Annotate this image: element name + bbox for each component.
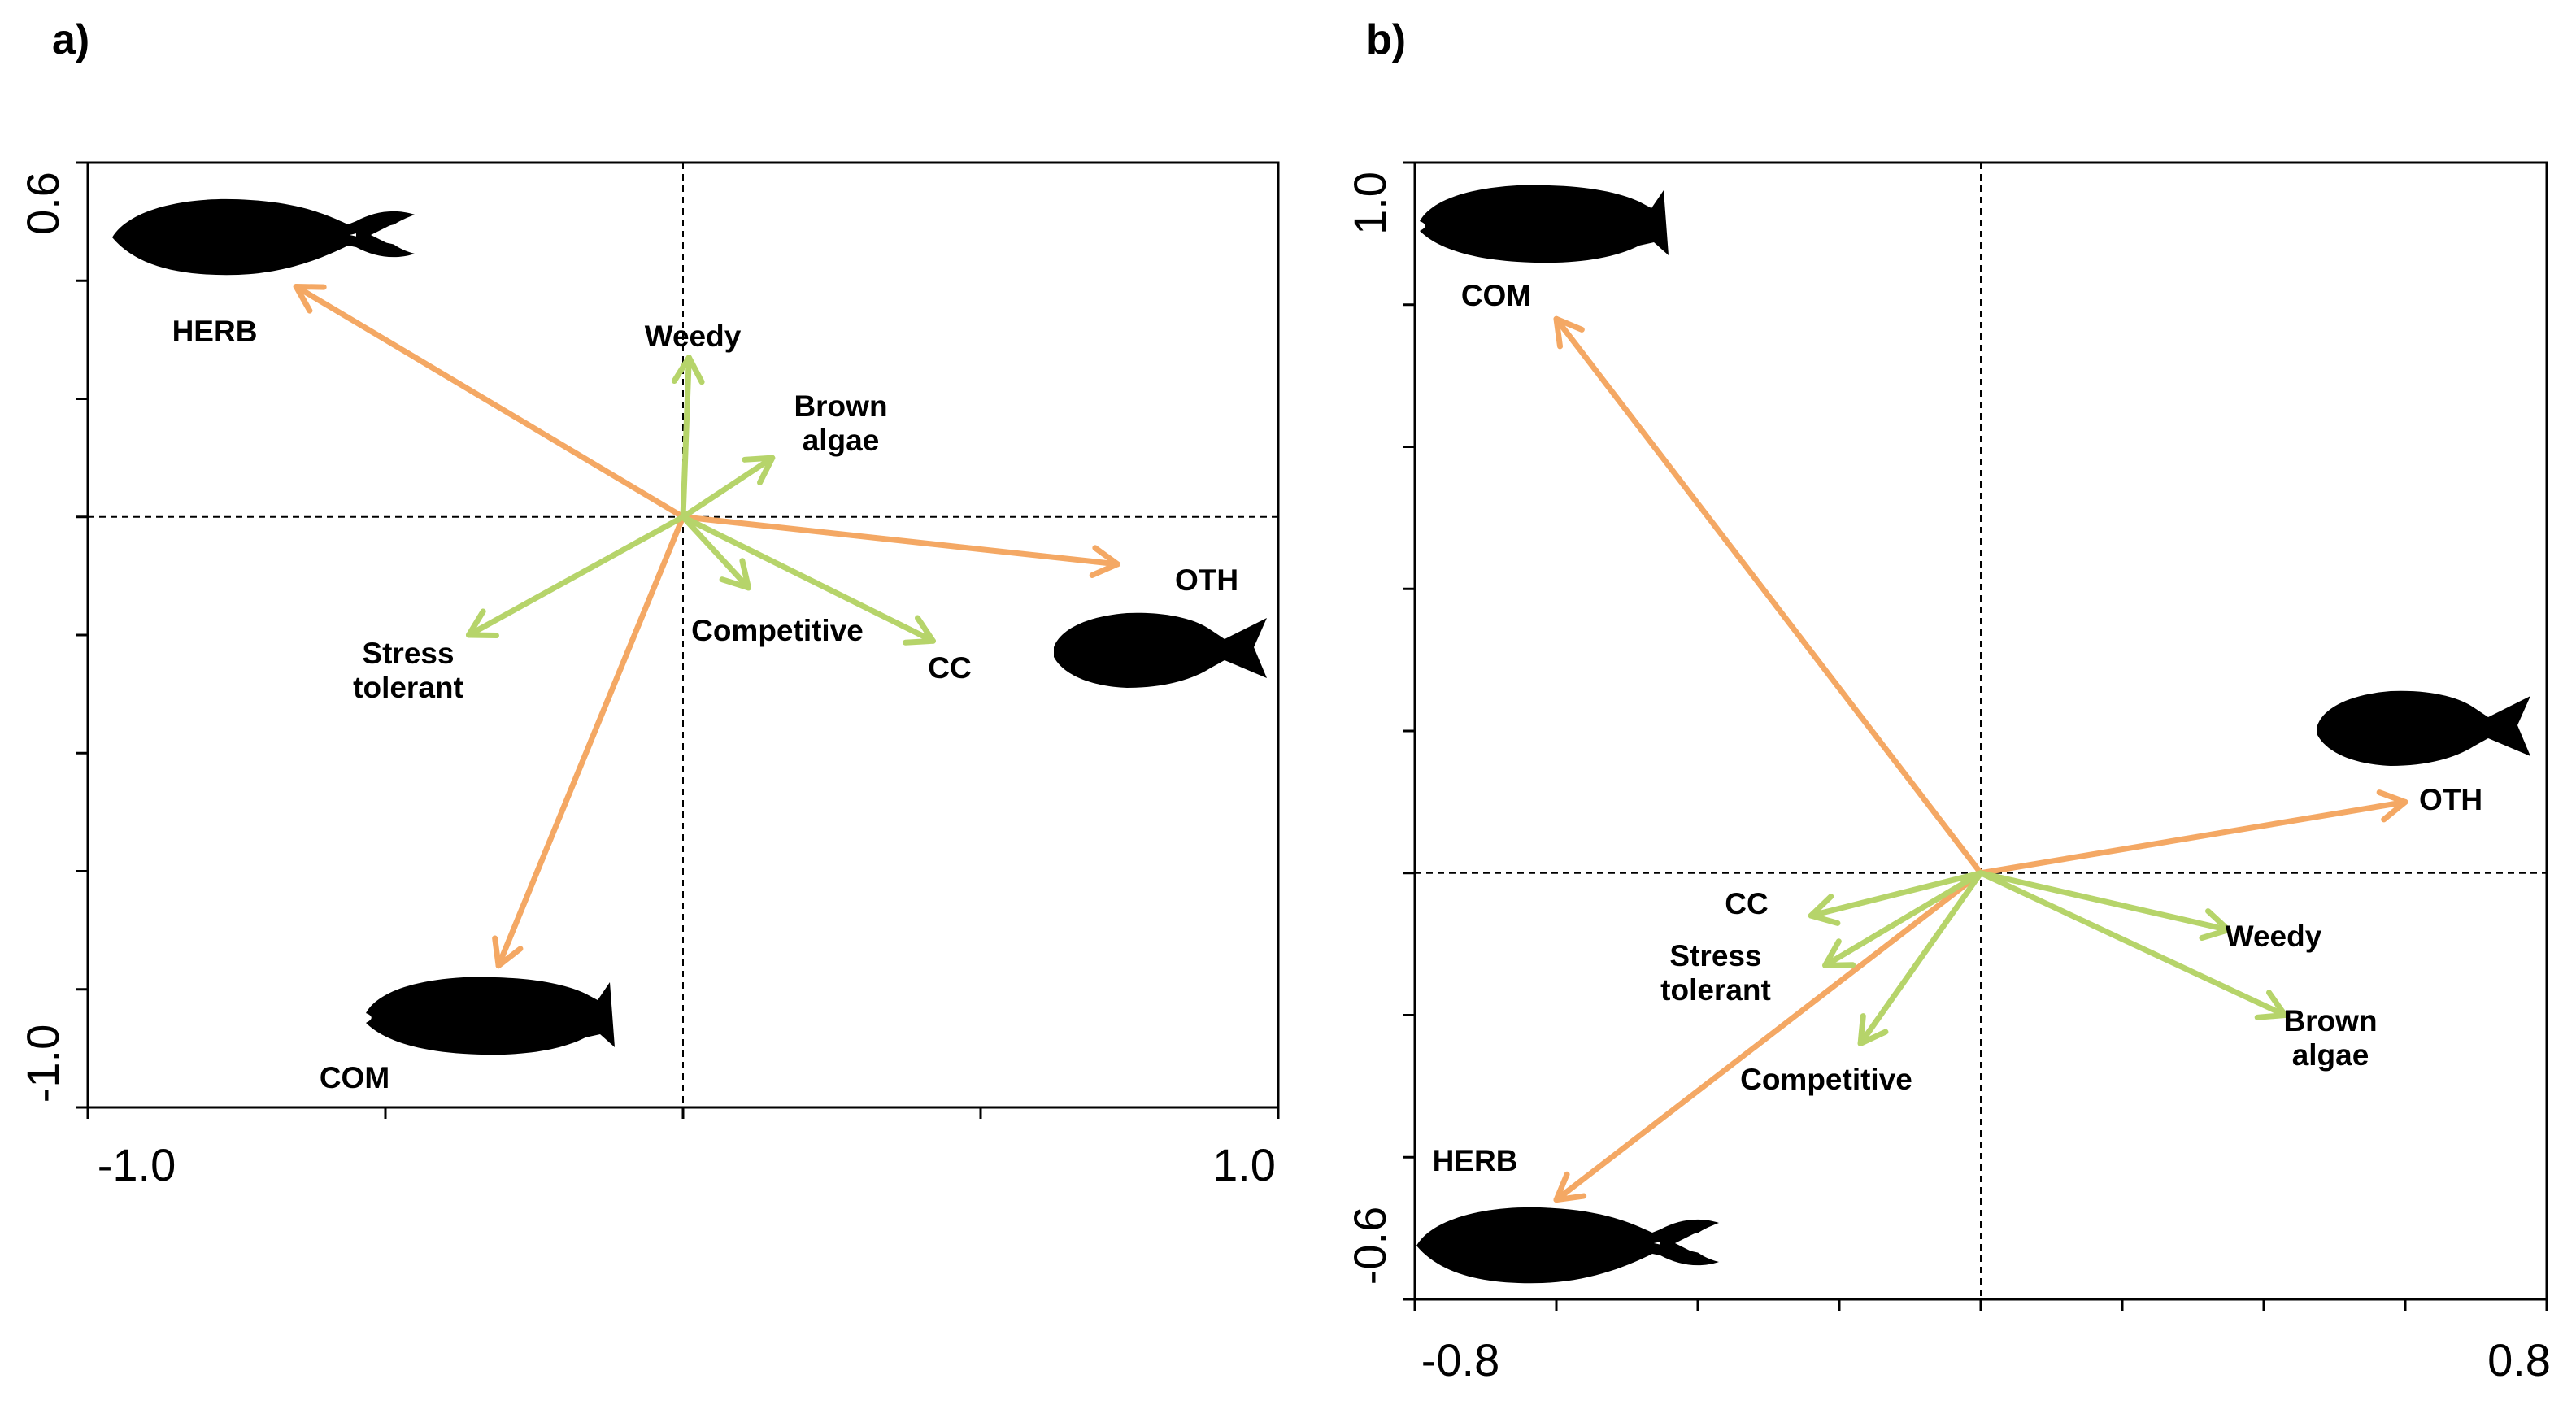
grouper-silhouette-icon — [1420, 185, 1669, 263]
damselfish-silhouette-icon — [2317, 690, 2530, 766]
fish-group-vector-arrowhead — [1089, 545, 1120, 578]
trait-vector-shaft — [1857, 870, 1984, 1046]
panel-a-label: a) — [52, 16, 89, 63]
surgeonfish-silhouette-icon — [112, 198, 415, 276]
trait-vector-shaft — [680, 455, 776, 520]
trait-vector-shaft — [680, 514, 936, 644]
trait-vector-stress-tolerant — [1822, 870, 1984, 968]
panel-b-x-tick-left: -0.8 — [1421, 1334, 1500, 1385]
vector-label-cc: CC — [1725, 887, 1768, 920]
panel-b-y-tick-bottom: -0.6 — [1344, 1207, 1395, 1285]
fish-group-vector-com — [1553, 315, 1984, 876]
vector-label-herb: HERB — [172, 315, 258, 348]
vector-label-oth: OTH — [1175, 563, 1238, 597]
fish-group-vector-herb — [293, 284, 686, 520]
grouper-silhouette-icon — [366, 977, 615, 1055]
fish-group-vector-herb — [1553, 870, 1984, 1203]
trait-vector-weedy — [1978, 870, 2231, 942]
trait-vector-arrowhead — [719, 558, 752, 591]
trait-vector-arrowhead — [903, 615, 936, 646]
vector-label-competitive: Competitive — [1740, 1063, 1912, 1096]
panel-b-vectors — [1553, 315, 2408, 1203]
panel-a-y-tick-top: 0.6 — [17, 172, 68, 235]
trait-vector-shaft — [465, 514, 686, 638]
trait-vector-stress-tolerant — [465, 514, 686, 639]
fish-group-vector-shaft — [495, 514, 686, 969]
panel-b-y-tick-top: 1.0 — [1344, 172, 1395, 235]
fish-group-vector-arrowhead — [492, 935, 524, 969]
fish-group-vector-shaft — [1553, 870, 1984, 1203]
surgeonfish-silhouette-icon — [1416, 1207, 1719, 1284]
trait-vector-cc — [680, 514, 936, 646]
trait-vector-shaft — [1978, 870, 2231, 933]
vector-label-weedy: Weedy — [2226, 920, 2322, 953]
panel-a-x-tick-right: 1.0 — [1212, 1139, 1276, 1190]
panel-b-zero-lines — [1415, 163, 2547, 1299]
trait-vector-cc — [1808, 870, 1984, 926]
trait-vector-brown-algae — [1978, 870, 2288, 1020]
vector-label-oth: OTH — [2419, 783, 2482, 816]
vector-label-com: COM — [320, 1061, 389, 1094]
panel-a-vectors — [293, 284, 1120, 969]
panel-b-label: b) — [1366, 16, 1406, 63]
panel-a-y-tick-bottom: -1.0 — [17, 1024, 68, 1103]
trait-vector-arrowhead — [742, 455, 776, 485]
fish-group-vector-oth — [680, 514, 1120, 578]
vector-label-herb: HERB — [1433, 1144, 1518, 1177]
panel-a-x-tick-left: -1.0 — [98, 1139, 176, 1190]
fish-group-vector-oth — [1978, 789, 2408, 876]
trait-vector-arrowhead — [2199, 908, 2231, 942]
trait-vector-shaft — [1808, 870, 1984, 919]
trait-vector-arrowhead — [1857, 1013, 1889, 1046]
fish-group-vector-shaft — [1978, 798, 2408, 876]
trait-vector-arrowhead — [465, 608, 499, 639]
fish-group-vector-arrowhead — [1553, 315, 1585, 350]
panel-a-ticks — [76, 161, 1280, 1119]
panel-b-ticks — [1403, 161, 2548, 1311]
fish-group-vector-shaft — [680, 514, 1120, 568]
vector-label-cc: CC — [928, 651, 971, 685]
trait-vector-weedy — [671, 355, 705, 520]
trait-vector-shaft — [1978, 870, 2288, 1018]
trait-vector-competitive — [1857, 870, 1984, 1046]
fish-group-vector-shaft — [1553, 315, 1984, 876]
trait-vector-arrowhead — [1808, 894, 1841, 926]
trait-vector-shaft — [1822, 870, 1984, 968]
fish-group-vector-arrowhead — [2376, 789, 2408, 823]
fish-group-vector-arrowhead — [293, 284, 327, 314]
fish-group-vector-shaft — [293, 284, 686, 520]
trait-vector-shaft — [680, 514, 752, 591]
vector-label-com: COM — [1461, 279, 1531, 312]
damselfish-silhouette-icon — [1054, 612, 1267, 688]
trait-vector-arrowhead — [2254, 990, 2288, 1020]
trait-vector-competitive — [680, 514, 752, 591]
panel-b-x-tick-right: 0.8 — [2487, 1334, 2551, 1385]
trait-vector-arrowhead — [1822, 938, 1856, 968]
fish-group-vector-arrowhead — [1553, 1171, 1587, 1203]
vector-label-weedy: Weedy — [645, 320, 742, 353]
trait-vector-arrowhead — [671, 355, 705, 385]
trait-vector-shaft — [680, 355, 692, 520]
fish-group-vector-com — [492, 514, 686, 969]
vector-label-competitive: Competitive — [691, 614, 864, 647]
trait-vector-brown-algae — [680, 455, 776, 520]
